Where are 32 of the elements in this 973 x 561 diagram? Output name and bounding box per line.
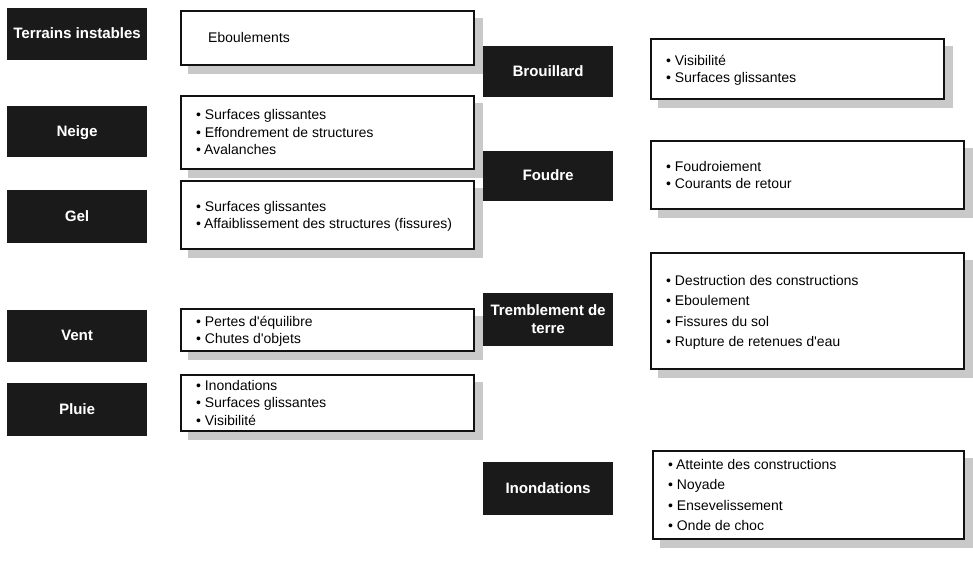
list-item: • Surfaces glissantes [666, 69, 798, 86]
list-item: • Onde de choc [668, 517, 765, 534]
list-item: • Rupture de retenues d'eau [666, 333, 842, 350]
list-item: • Atteinte des constructions [668, 456, 838, 473]
list-item: • Inondations [196, 376, 278, 394]
list-item: • Ensevelissement [668, 496, 784, 514]
category-label: Pluie [7, 383, 147, 436]
category-label: Gel [7, 190, 147, 243]
list-item: • Pertes d'équilibre [196, 312, 314, 330]
list-item: • Surfaces glissantes [196, 106, 328, 124]
list-item: • Eboulement [666, 292, 751, 310]
list-item: • Chutes d'objets [196, 330, 302, 348]
list-item: • Foudroiement [666, 158, 762, 175]
list-item: • Surfaces glissantes [196, 198, 328, 215]
list-item: • Affaiblissement des structures (fissures) [196, 215, 453, 232]
category-label: Foudre [483, 151, 613, 201]
list-item: • Destruction des constructions [666, 272, 860, 289]
list-item: • Visibilité [196, 412, 257, 430]
category-label: Terrains instables [7, 8, 147, 60]
category-label: Inondations [483, 462, 613, 515]
list-item: • Fissures du sol [666, 312, 770, 330]
list-item: • Effondrement de structures [196, 124, 374, 142]
category-label: Tremblement de terre [483, 293, 613, 346]
list-item: • Visibilité [666, 52, 727, 69]
list-item: • Courants de retour [666, 175, 793, 192]
list-item: • Surfaces glissantes [196, 394, 328, 412]
category-label: Brouillard [483, 46, 613, 97]
list-item: • Avalanches [196, 141, 278, 159]
list-item: • Noyade [668, 476, 726, 494]
list-item: Eboulements [208, 29, 291, 47]
category-label: Neige [7, 106, 147, 157]
category-label: Vent [7, 310, 147, 362]
